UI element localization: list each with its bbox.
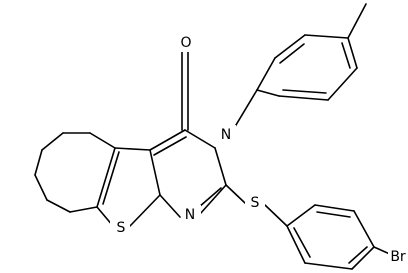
nitrogen-ring-label: N [185, 207, 195, 223]
atom-bromine: Br [388, 247, 408, 267]
bromine-label: Br [390, 249, 406, 265]
atom-oxygen: O [176, 34, 196, 52]
sulfur-thiophene-label: S [117, 220, 126, 236]
oxygen-label: O [180, 35, 191, 51]
sulfur-thioether-label: S [251, 195, 260, 211]
bond-lines [34, 3, 393, 270]
atom-sulfur-thioether: S [245, 194, 265, 212]
nitrogen-aryl-label: N [221, 127, 231, 143]
atom-nitrogen-aryl: N [216, 125, 236, 145]
atom-nitrogen-ring: N [181, 205, 201, 225]
atom-sulfur-thiophene: S [110, 219, 130, 237]
atom-labels: O N N S S Br [110, 34, 408, 267]
